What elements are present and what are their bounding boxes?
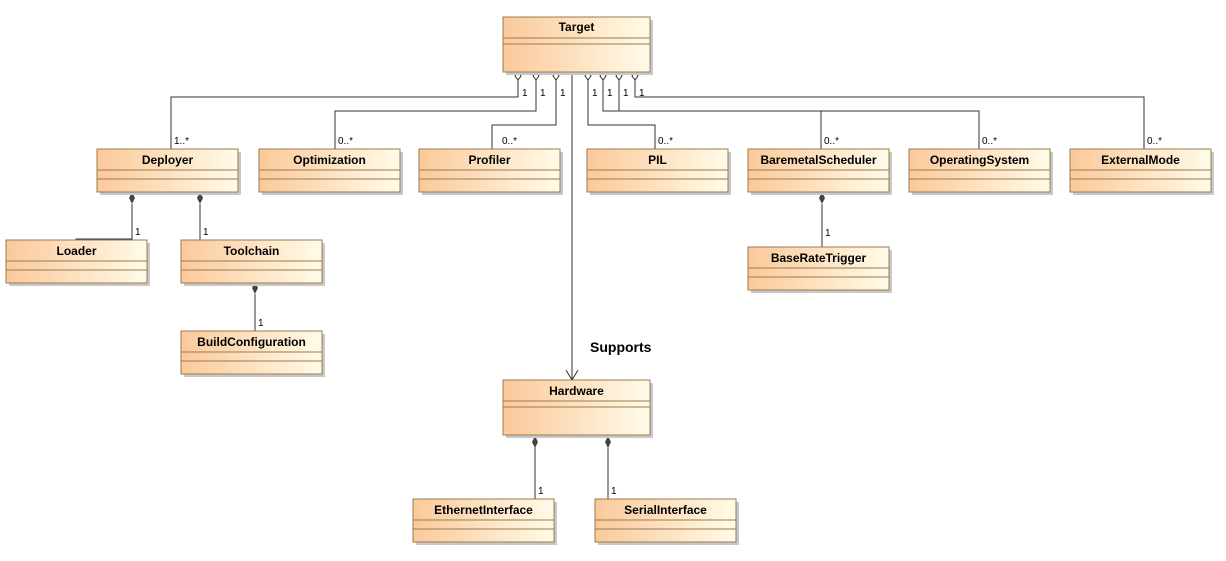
- class-name: ExternalMode: [1101, 153, 1180, 167]
- class-operating-system[interactable]: OperatingSystem: [908, 148, 1053, 195]
- mult-target-os: 1: [623, 88, 629, 99]
- class-ethernet-interface[interactable]: EthernetInterface: [412, 498, 557, 545]
- mult-buildconfiguration: 1: [258, 318, 264, 329]
- class-name: Optimization: [293, 153, 366, 167]
- class-name: BuildConfiguration: [197, 335, 306, 349]
- mult-scheduler: 0..*: [824, 136, 839, 147]
- class-name: Toolchain: [224, 244, 280, 258]
- association-label-supports: Supports: [590, 339, 652, 355]
- composition-diamonds: [129, 192, 825, 448]
- composition-diamond-icon: [605, 436, 611, 448]
- class-deployer[interactable]: Deployer: [96, 148, 241, 195]
- class-name: PIL: [648, 153, 667, 167]
- class-name: Profiler: [468, 153, 510, 167]
- class-base-rate-trigger[interactable]: BaseRateTrigger: [747, 246, 892, 293]
- composition-diamond-icon: [532, 436, 538, 448]
- class-name: Deployer: [142, 153, 194, 167]
- mult-target-deployer: 1: [522, 88, 528, 99]
- class-name: BaseRateTrigger: [771, 251, 867, 265]
- class-name: SerialInterface: [624, 503, 707, 517]
- mult-optimization: 0..*: [338, 136, 353, 147]
- mult-ethernet: 1: [538, 486, 544, 497]
- class-name: Target: [559, 20, 595, 34]
- class-external-mode[interactable]: ExternalMode: [1069, 148, 1214, 195]
- mult-toolchain: 1: [203, 227, 209, 238]
- mult-target-pil: 1: [592, 88, 598, 99]
- edge-target-deployer[interactable]: [170, 80, 519, 149]
- class-baremetal-scheduler[interactable]: BaremetalScheduler: [747, 148, 892, 195]
- class-target[interactable]: Target: [502, 16, 653, 75]
- mult-target-optimization: 1: [540, 88, 546, 99]
- edge-target-external-mode[interactable]: [634, 80, 1145, 149]
- edge-target-baremetal-scheduler[interactable]: [602, 80, 822, 149]
- class-name: EthernetInterface: [434, 503, 533, 517]
- mult-pil: 0..*: [658, 136, 673, 147]
- edge-target-optimization[interactable]: [334, 80, 537, 149]
- edge-deployer-loader[interactable]: [75, 204, 133, 240]
- class-profiler[interactable]: Profiler: [418, 148, 563, 195]
- class-name: BaremetalScheduler: [760, 153, 876, 167]
- mult-loader: 1: [135, 227, 141, 238]
- mult-baseratetrigger: 1: [825, 228, 831, 239]
- edges: [75, 72, 1145, 499]
- multiplicities: 1 1 1 1 1 1 1 1..* 0..* 0..* 0..* 0..* 0…: [135, 88, 1162, 497]
- mult-target-external: 1: [639, 88, 645, 99]
- mult-os: 0..*: [982, 136, 997, 147]
- mult-target-profiler: 1: [560, 88, 566, 99]
- class-name: OperatingSystem: [930, 153, 1029, 167]
- class-loader[interactable]: Loader: [5, 239, 150, 286]
- class-serial-interface[interactable]: SerialInterface: [594, 498, 739, 545]
- class-build-configuration[interactable]: BuildConfiguration: [180, 330, 325, 377]
- mult-target-scheduler: 1: [607, 88, 613, 99]
- mult-profiler: 0..*: [502, 136, 517, 147]
- class-pil[interactable]: PIL: [586, 148, 731, 195]
- class-optimization[interactable]: Optimization: [258, 148, 403, 195]
- edge-target-pil[interactable]: [587, 80, 656, 149]
- edge-target-operating-system[interactable]: [618, 80, 980, 149]
- class-name: Hardware: [549, 384, 604, 398]
- mult-external: 0..*: [1147, 136, 1162, 147]
- mult-deployer: 1..*: [174, 136, 189, 147]
- class-name: Loader: [56, 244, 96, 258]
- mult-serial: 1: [611, 486, 617, 497]
- edge-target-profiler[interactable]: [491, 80, 557, 149]
- class-hardware[interactable]: Hardware: [502, 379, 653, 438]
- class-toolchain[interactable]: Toolchain: [180, 239, 325, 286]
